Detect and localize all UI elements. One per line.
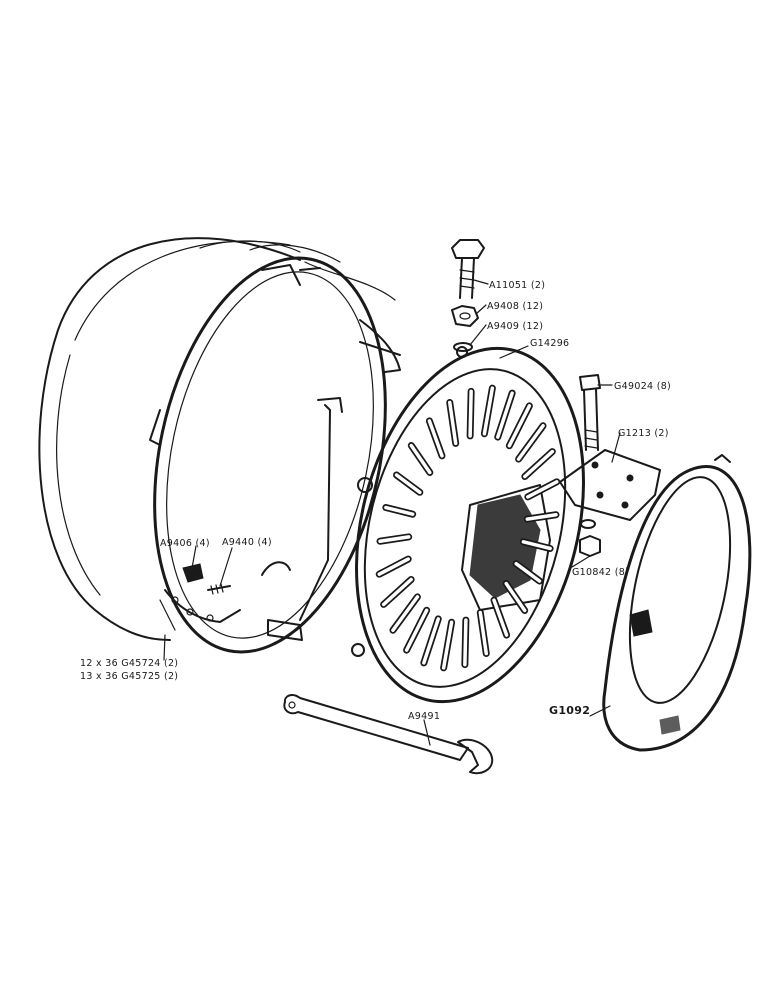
disc-slot-opening <box>514 561 542 583</box>
wrench-a9491-drawing <box>283 694 494 775</box>
rim-drawing <box>149 256 401 654</box>
disc-slot-opening <box>482 386 495 436</box>
disc-slot-opening <box>523 449 555 479</box>
disc-slot-opening <box>427 419 444 458</box>
disc-slot-opening <box>381 577 413 607</box>
label-a11051: A11051 (2) <box>489 280 545 291</box>
disc-slot-opening <box>441 620 454 670</box>
label-a9408: A9408 (12) <box>487 301 543 312</box>
label-tire-12x36: 12 x 36 G45724 (2) <box>80 658 178 669</box>
label-g1092: G1092 <box>549 704 590 717</box>
disc-slot-opening <box>384 505 415 516</box>
label-g49024: G49024 (8) <box>614 381 671 392</box>
disc-slot-opening <box>468 389 473 438</box>
disc-slot-opening <box>492 598 509 637</box>
disc-slot-opening <box>525 513 558 521</box>
disc-slot-opening <box>516 424 545 461</box>
label-a9440: A9440 (4) <box>222 537 272 548</box>
disc-slot-opening <box>404 608 429 652</box>
disc-slot-opening <box>507 404 532 448</box>
label-a9491: A9491 <box>408 711 440 722</box>
disc-slot-opening <box>391 595 420 632</box>
nut-g10842-drawing <box>579 519 601 557</box>
label-a9409: A9409 (12) <box>487 321 543 332</box>
disc-slot-opening <box>504 581 527 613</box>
disc-slot-opening <box>377 557 410 576</box>
bolt-a11051-drawing <box>451 239 485 299</box>
label-g14296: G14296 <box>530 338 569 349</box>
plate-g1213-drawing <box>559 449 661 521</box>
wheel-weight-g1092-drawing <box>602 454 752 752</box>
label-a9406: A9406 (4) <box>160 538 210 549</box>
disc-slot-opening <box>422 617 440 665</box>
label-tire-13x36: 13 x 36 G45725 (2) <box>80 671 178 682</box>
label-g1213: G1213 (2) <box>618 428 669 439</box>
disc-slot-opening <box>496 391 514 439</box>
wheel-disc-drawing <box>351 346 585 704</box>
disc-slot-opening <box>447 400 458 446</box>
disc-slot-opening <box>394 473 422 495</box>
disc-slot-opening <box>521 540 552 551</box>
tire-drawing <box>38 237 396 641</box>
disc-slot-opening <box>463 618 468 667</box>
leader-lines <box>163 279 621 746</box>
wheel-disc-slots <box>375 384 561 672</box>
disc-slot-opening <box>409 443 432 475</box>
disc-slot-opening <box>478 610 489 656</box>
washer-a9409-drawing <box>453 342 473 352</box>
bolt-g49024-drawing <box>579 374 601 451</box>
label-g10842: G10842 (8) <box>572 567 629 578</box>
disc-slot-opening <box>526 480 559 499</box>
disc-slot-opening <box>378 535 411 543</box>
nut-a9408-drawing <box>451 305 479 327</box>
